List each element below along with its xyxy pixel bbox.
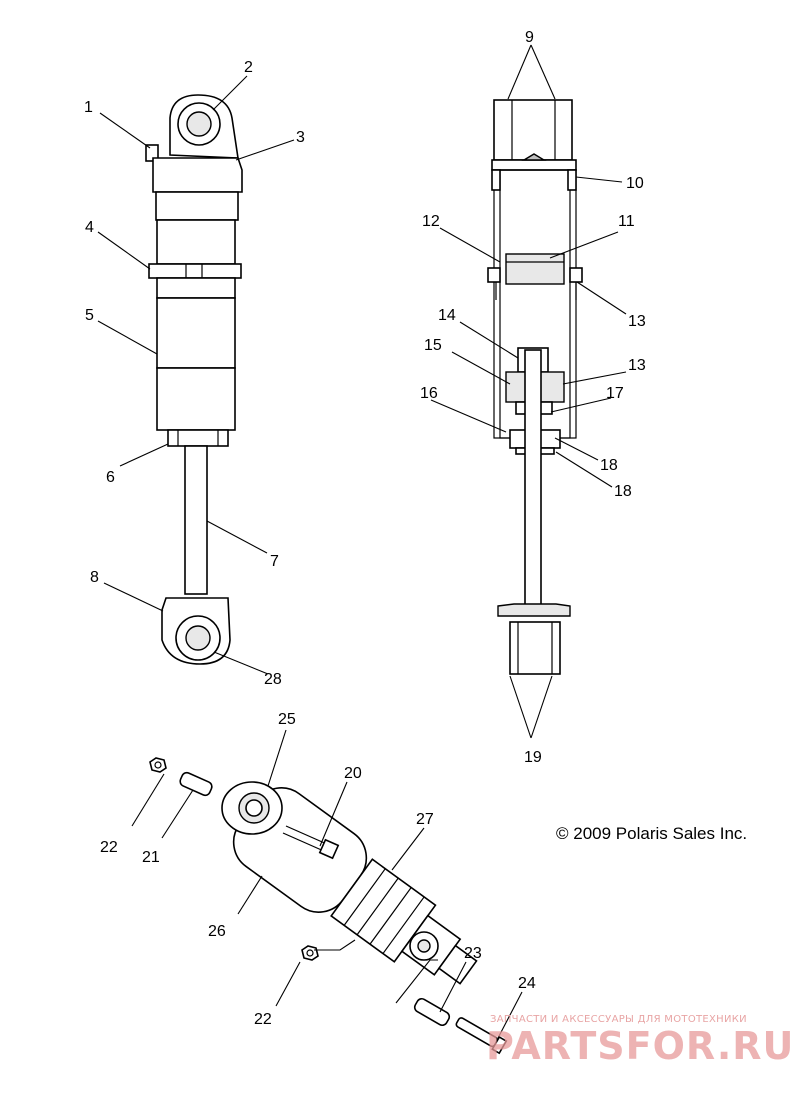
callout-17: 17 xyxy=(606,385,624,402)
callout-18a: 18 xyxy=(600,457,618,474)
callout-18b: 18 xyxy=(614,483,632,500)
callout-20: 20 xyxy=(344,765,362,782)
callout-3: 3 xyxy=(296,129,305,146)
copyright-text: © 2009 Polaris Sales Inc. xyxy=(556,824,748,843)
callout-2: 2 xyxy=(244,59,253,76)
callout-23: 23 xyxy=(464,945,482,962)
callout-1: 1 xyxy=(84,99,93,116)
callout-19: 19 xyxy=(524,749,542,766)
cutaway-shock-view xyxy=(487,99,583,675)
callout-14: 14 xyxy=(438,307,456,324)
watermark-tagline: ЗАПЧАСТИ И АКСЕССУАРЫ ДЛЯ МОТОТЕХНИКИ xyxy=(490,1014,747,1025)
callout-28: 28 xyxy=(264,671,282,688)
callout-7: 7 xyxy=(270,553,279,570)
callout-24: 24 xyxy=(518,975,536,992)
exploded-mount-view xyxy=(149,757,508,1055)
callout-26: 26 xyxy=(208,923,226,940)
callout-12: 12 xyxy=(422,213,440,230)
callout-10: 10 xyxy=(626,175,644,192)
callout-22b: 22 xyxy=(254,1011,272,1028)
callout-6: 6 xyxy=(106,469,115,486)
callout-27: 27 xyxy=(416,811,434,828)
callout-numbers: 1 2 3 4 5 6 7 8 9 10 11 12 13 13 14 15 1… xyxy=(84,29,646,1028)
callout-22a: 22 xyxy=(100,839,118,856)
callout-13b: 13 xyxy=(628,357,646,374)
leader-lines xyxy=(97,44,627,1039)
watermark-logo: PARTSFOR.RU xyxy=(486,1024,795,1068)
assembled-shock-view xyxy=(145,94,243,665)
callout-5: 5 xyxy=(85,307,94,324)
callout-11: 11 xyxy=(618,213,635,230)
callout-16: 16 xyxy=(420,385,438,402)
callout-9: 9 xyxy=(525,29,534,46)
callout-4: 4 xyxy=(85,219,94,236)
callout-15: 15 xyxy=(424,337,442,354)
callout-25: 25 xyxy=(278,711,296,728)
callout-8: 8 xyxy=(90,569,99,586)
callout-21: 21 xyxy=(142,849,160,866)
callout-13a: 13 xyxy=(628,313,646,330)
